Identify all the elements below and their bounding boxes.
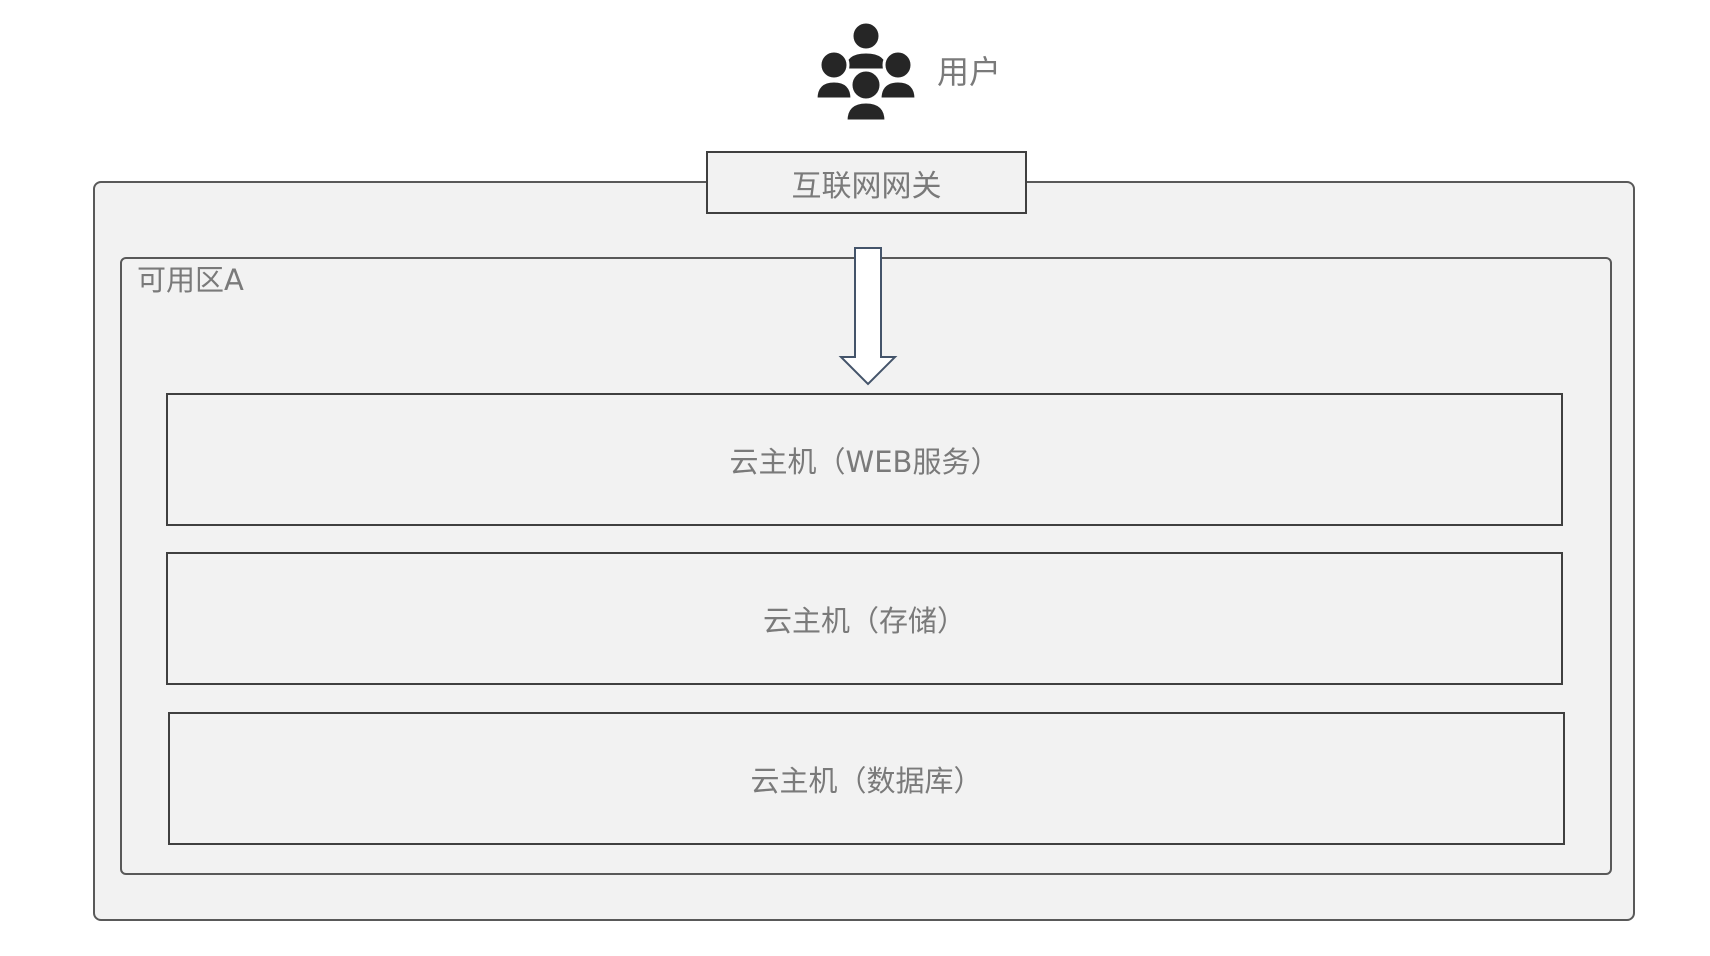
availability-zone-label: 可用区A [137, 263, 244, 297]
cloud-host-storage-box: 云主机（存储） [166, 552, 1563, 685]
cloud-host-storage-label: 云主机（存储） [762, 603, 966, 638]
cloud-host-web-label: 云主机（WEB服务） [729, 444, 1000, 479]
cloud-host-web-box: 云主机（WEB服务） [166, 393, 1563, 526]
internet-gateway-box: 互联网网关 [706, 151, 1027, 214]
user-label: 用户 [937, 53, 1002, 91]
cloud-host-database-label: 云主机（数据库） [750, 763, 983, 798]
cloud-host-database-box: 云主机（数据库） [168, 712, 1565, 845]
down-arrow-icon [838, 246, 898, 388]
internet-gateway-label: 互联网网关 [791, 168, 942, 204]
users-group-icon [814, 20, 918, 123]
